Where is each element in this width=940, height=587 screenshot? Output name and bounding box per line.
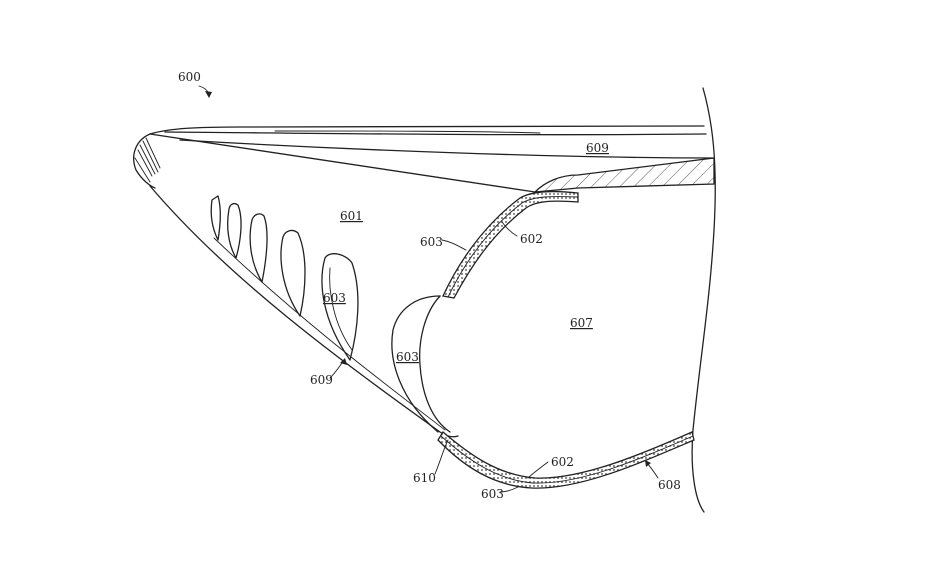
upper-cell bbox=[442, 191, 579, 299]
label-603-upper: 603 bbox=[420, 235, 443, 249]
vent-slots bbox=[210, 195, 359, 361]
label-603-inner: 603 bbox=[396, 350, 419, 364]
hatched-slab bbox=[533, 157, 715, 193]
leading-edge bbox=[149, 185, 459, 438]
label-610: 610 bbox=[413, 471, 436, 485]
right-cut-line bbox=[691, 87, 716, 513]
label-601: 601 bbox=[340, 209, 363, 223]
nose-cap bbox=[133, 133, 161, 189]
reference-labels: 600 609 601 602 603 603 607 603 609 610 … bbox=[178, 70, 681, 501]
label-608: 608 bbox=[658, 478, 681, 492]
label-600: 600 bbox=[178, 70, 201, 84]
top-surface bbox=[149, 125, 715, 193]
arrowheads bbox=[205, 91, 651, 467]
lower-cell bbox=[437, 431, 695, 489]
inner-cavity bbox=[391, 295, 451, 433]
label-603-lower: 603 bbox=[481, 487, 504, 501]
label-609-top: 609 bbox=[586, 141, 609, 155]
label-609-edge: 609 bbox=[310, 373, 333, 387]
label-602-upper: 602 bbox=[520, 232, 543, 246]
label-602-lower: 602 bbox=[551, 455, 574, 469]
label-603-slot: 603 bbox=[323, 291, 346, 305]
label-607: 607 bbox=[570, 316, 593, 330]
